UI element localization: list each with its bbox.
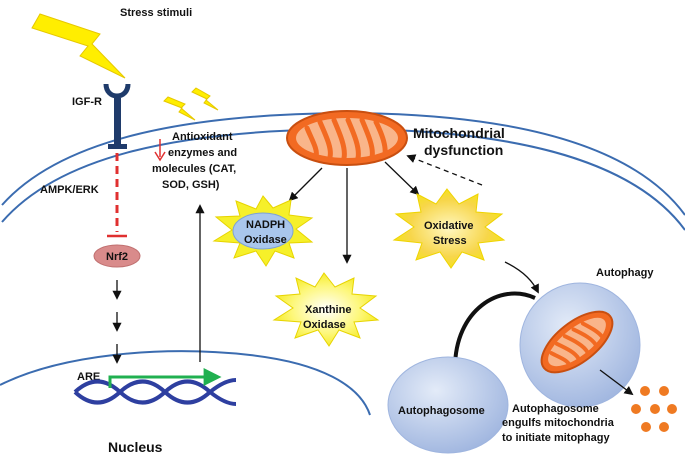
nucleus-label: Nucleus [108, 439, 163, 455]
autophagy-label: Autophagy [596, 267, 654, 279]
nadph-oxidase-node [232, 212, 294, 250]
autophagosome-node [387, 356, 509, 454]
oxidative-stress-burst-icon [392, 188, 506, 269]
mito-output-arrows [288, 161, 420, 264]
small-lightning-icon-2 [191, 87, 219, 111]
mitophagy-arrow [599, 369, 634, 396]
small-lightning-icon [163, 96, 196, 121]
dna-helix-icon [73, 378, 237, 406]
mito-dysfunction-label: Mitochondrial dysfunction [413, 125, 509, 158]
xanthine-burst-icon [272, 272, 380, 347]
decrease-arrow-icon [154, 139, 166, 162]
engulf-note: Autophagosome engulfs mitochondria to in… [502, 403, 617, 444]
gene-expression-arrow [108, 368, 222, 388]
autophagosome-label: Autophagosome [398, 405, 485, 417]
stress-lightning-icon [31, 13, 126, 79]
mitochondrion-icon [286, 110, 408, 166]
xanthine-oxidase-label: Xanthine Oxidase [303, 304, 355, 331]
oxidative-stress-label: Oxidative Stress [424, 220, 477, 247]
engulf-arc [453, 291, 536, 369]
igf-r-receptor-icon [103, 83, 131, 149]
ampk-erk-label: AMPK/ERK [40, 184, 99, 196]
oxidative-to-autophagy-arrow [504, 261, 539, 294]
nrf2-node [93, 244, 141, 268]
engulfed-mitochondrion-icon [540, 310, 614, 374]
degradation-dots [631, 386, 677, 432]
nadph-oxidase-label: NADPH Oxidase [244, 219, 288, 246]
nrf2-label: Nrf2 [106, 251, 128, 263]
stress-stimuli-label: Stress stimuli [120, 7, 192, 19]
antioxidant-label: Antioxidant enzymes and molecules (CAT, … [152, 131, 240, 191]
nucleus-membrane [0, 350, 371, 416]
igf-r-label: IGF-R [72, 96, 102, 108]
feedback-dashed-arrow [406, 154, 483, 186]
